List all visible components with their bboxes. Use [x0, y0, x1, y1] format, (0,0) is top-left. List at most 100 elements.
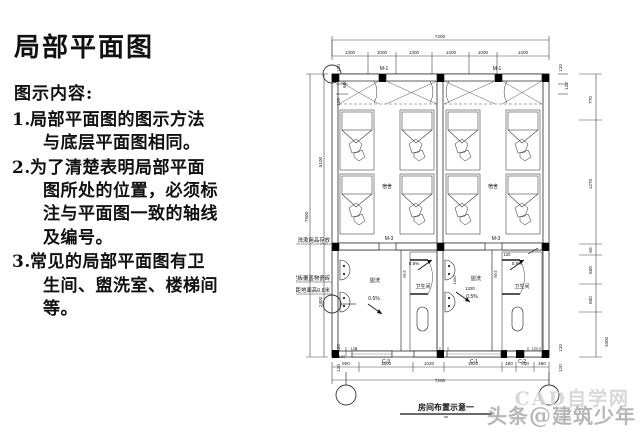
mid-wall: [331, 242, 550, 251]
toilet-left: [409, 251, 438, 352]
axis-circle-bottom-a: [335, 384, 357, 406]
list-item-line: 及编号。: [43, 227, 113, 248]
list-item-line: 常见的局部平面图有卫: [30, 252, 205, 273]
dim-label: 900: [342, 361, 350, 366]
dim-right-labels: 770 1270 60 600 600 1000 120 120 120 120: [558, 64, 609, 372]
door-swings-top: [338, 80, 543, 105]
room-label-toilet-left: 卫生间: [415, 283, 430, 290]
list-item-number: 1.: [12, 109, 31, 130]
list-item-line: 为了清楚表明局部平面: [30, 157, 205, 178]
dim-label: 120: [336, 364, 341, 372]
list-item-body: 常见的局部平面图有卫 生间、盥洗室、楼梯间 等。: [30, 251, 298, 321]
room-label-wash-right: 盥洗: [471, 274, 482, 282]
window-label-c2: C-2: [518, 359, 526, 365]
dorm-right: [445, 109, 541, 235]
slope-label-toilet-right: 0.5%: [512, 261, 522, 266]
dim-label: 600: [521, 361, 529, 366]
inner-note-120: 120: [504, 252, 512, 257]
annotation-material: 预制水泥板覆盖物瓷砖: [296, 274, 331, 282]
dim-label: 120: [558, 344, 563, 352]
door-label-m2-right: M-2: [493, 270, 498, 278]
dim-label: 1300: [518, 50, 529, 55]
watermark-faint: CAD自学网: [514, 388, 630, 410]
dim-label: 7500: [304, 211, 309, 222]
slope-label-toilet-left: 0.5%: [409, 261, 419, 266]
list-item-body: 局部平面图的图示方法 与底层平面图相同。: [30, 109, 298, 156]
window-label-c3: C-3: [382, 359, 390, 365]
annotation-texts: 洗漱用品存放 预制水泥板覆盖物瓷砖 板面距地面高0.8米: [296, 236, 331, 294]
list-item-number: 2.: [12, 157, 31, 178]
drawing-caption: 房间布置示意一: [400, 402, 492, 418]
mid-door-labels: M-3 M-3: [385, 236, 501, 242]
list-item-line: 生间、盥洗室、楼梯间: [43, 275, 218, 296]
dim-label: 600: [588, 266, 593, 274]
dim-label: 1000: [478, 50, 489, 55]
wall-columns: [332, 74, 549, 358]
wash-right: [444, 250, 493, 351]
dim-label: 1020: [424, 361, 435, 366]
slope-label-wash-right: 0.5%: [466, 294, 478, 300]
toilet-right: [501, 247, 543, 352]
door-label-m1-left: M-1: [380, 66, 389, 72]
dorm-left: [339, 109, 435, 235]
room-label-dorm-left: 宿舍: [382, 183, 392, 190]
dim-label: 120: [336, 98, 341, 106]
list-item-body: 为了清楚表明局部平面 图所处的位置，必须标 注与平面图一致的轴线 及编号。: [30, 157, 298, 251]
dim-label: 120: [558, 364, 563, 372]
top-door-labels: M-1 M-1: [380, 66, 502, 72]
dim-label: 120: [336, 344, 341, 352]
list-item: 1. 局部平面图的图示方法 与底层平面图相同。: [12, 109, 298, 156]
annotation-storage: 洗漱用品存放: [298, 236, 331, 244]
door-label-m2-left: M-2: [402, 270, 407, 278]
dim-top: [331, 36, 550, 74]
list-item-line: 注与平面图一致的轴线: [43, 204, 218, 225]
dim-label: 120: [532, 346, 539, 351]
dim-label: 7200: [435, 378, 446, 383]
list-item-line: 图所处的位置，必须标: [43, 180, 218, 201]
list-item: 2. 为了清楚表明局部平面 图所处的位置，必须标 注与平面图一致的轴线 及编号。: [12, 157, 298, 251]
dim-left-labels: 7500 5100 2400 120 600 120 120 120: [304, 64, 347, 372]
floor-plan-drawing: 7200 1300 1000 1300 1300 1000 1300 7: [296, 12, 636, 422]
dim-label: 120: [351, 346, 358, 351]
top-doors: [338, 73, 543, 82]
door-label-m3-right: M-3: [492, 236, 501, 242]
dim-label: 1300: [409, 50, 420, 55]
annotation-height: 板面距地面高0.8米: [296, 286, 331, 294]
watermark-source: 头条: [487, 404, 529, 428]
list-item-number: 3.: [12, 252, 31, 273]
wall-outlines: [331, 73, 550, 358]
content-heading: 图示内容:: [14, 83, 94, 104]
watermark-at: @: [529, 403, 552, 429]
list-item-line: 与底层平面图相同。: [43, 133, 201, 154]
text-panel: 局部平面图 图示内容: 1. 局部平面图的图示方法 与底层平面图相同。 2. 为…: [10, 34, 298, 384]
dim-label: 2400: [318, 296, 323, 307]
room-label-dorm-right: 宿舍: [488, 183, 498, 190]
list-item: 3. 常见的局部平面图有卫 生间、盥洗室、楼梯间 等。: [12, 251, 298, 321]
list-item-line: 局部平面图的图示方法: [30, 109, 205, 130]
dim-label: 120: [336, 64, 341, 72]
dim-label: 600: [342, 80, 347, 88]
inner-note-1000: 1000: [452, 275, 457, 285]
dim-left: [306, 73, 348, 358]
dim-label: 1000: [604, 336, 609, 347]
dim-label: 480: [505, 361, 513, 366]
dim-label: 1000: [377, 50, 388, 55]
dim-label: 770: [588, 96, 593, 104]
dim-label: 120: [558, 64, 563, 72]
window-labels: C-3 C-1 C-2: [382, 359, 526, 365]
slope-label-wash-left: 0.5%: [368, 296, 380, 302]
dim-label: 120: [564, 82, 569, 90]
dim-label: 1270: [588, 178, 593, 189]
dim-label: 1800: [381, 361, 392, 366]
dim-label: 480: [538, 361, 546, 366]
wash-left: [339, 250, 402, 351]
caption-text: 房间布置示意一: [418, 402, 474, 412]
watermark-handle: 建筑少年: [552, 404, 636, 428]
room-label-wash-left: 盥洗: [370, 276, 381, 284]
door-label-m3-left: M-3: [385, 236, 394, 242]
dim-label: 1300: [446, 50, 457, 55]
grid-axis-markers: [322, 64, 560, 406]
dim-label: 7200: [435, 34, 446, 39]
dim-label: 5100: [318, 156, 323, 167]
